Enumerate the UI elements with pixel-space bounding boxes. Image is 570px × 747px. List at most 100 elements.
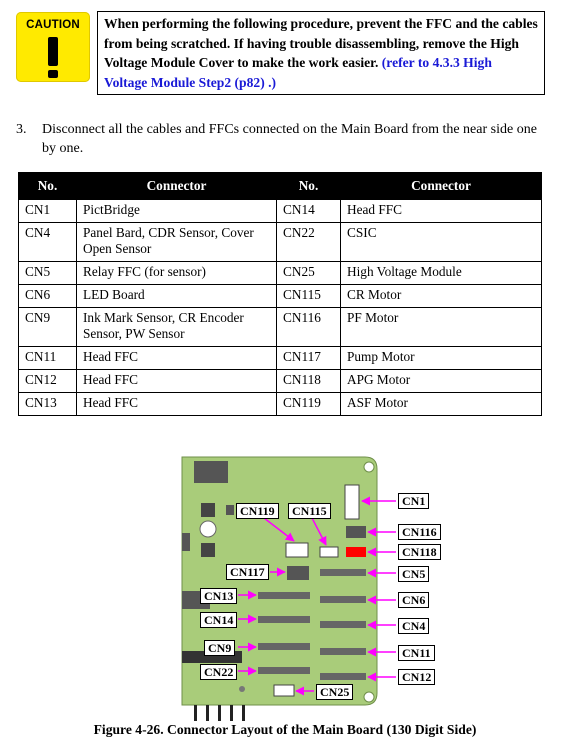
cell-connector: Panel Bard, CDR Sensor, Cover Open Senso…	[76, 222, 277, 262]
cell-connector: High Voltage Module	[340, 261, 542, 285]
arrow-cn115	[311, 517, 327, 546]
exclamation-bar	[48, 37, 58, 66]
label-cn13: CN13	[200, 588, 238, 604]
label-cn25: CN25	[316, 684, 354, 700]
cell-no: CN118	[276, 369, 341, 393]
step-number: 3.	[16, 122, 27, 137]
cell-no: CN1	[18, 199, 77, 223]
label-cn9: CN9	[204, 640, 236, 656]
header-connector: Connector	[76, 172, 277, 200]
arrow-cn119	[263, 517, 295, 542]
cell-no: CN12	[18, 369, 77, 393]
exclamation-dot	[48, 70, 58, 78]
cell-connector: CSIC	[340, 222, 542, 262]
cell-connector: Ink Mark Sensor, CR Encoder Sensor, PW S…	[76, 307, 277, 347]
cell-no: CN5	[18, 261, 77, 285]
cell-connector: Head FFC	[76, 369, 277, 393]
label-cn6: CN6	[398, 592, 430, 608]
label-cn22: CN22	[200, 664, 238, 680]
cell-connector: APG Motor	[340, 369, 542, 393]
label-cn1: CN1	[398, 493, 430, 509]
component	[201, 543, 215, 557]
cell-no: CN9	[18, 307, 77, 347]
cable-stub	[206, 705, 209, 721]
label-cn117: CN117	[226, 564, 269, 580]
cn115-connector	[319, 546, 339, 558]
cable-stub	[242, 705, 245, 721]
cell-no: CN119	[276, 392, 341, 416]
cell-connector: CR Motor	[340, 284, 542, 308]
cn13-connector	[258, 592, 310, 599]
procedure-step: 3. Disconnect all the cables and FFCs co…	[16, 120, 546, 158]
cell-connector: LED Board	[76, 284, 277, 308]
cell-connector: Head FFC	[76, 392, 277, 416]
label-cn115: CN115	[288, 503, 331, 519]
caution-icon-label: CAUTION	[26, 19, 80, 31]
cn118-connector	[346, 547, 366, 557]
cell-no: CN4	[18, 222, 77, 262]
cn11-connector	[320, 648, 366, 655]
header-no: No.	[276, 172, 341, 200]
cell-connector: Pump Motor	[340, 346, 542, 370]
cn5-connector	[320, 569, 366, 576]
cell-connector: Head FFC	[340, 199, 542, 223]
header-no: No.	[18, 172, 77, 200]
caution-reference-link[interactable]: (refer to 4.3.3 High Voltage Module Step…	[104, 55, 492, 90]
cell-no: CN25	[276, 261, 341, 285]
figure-caption: Figure 4-26. Connector Layout of the Mai…	[93, 722, 477, 737]
cell-no: CN22	[276, 222, 341, 262]
caution-note: When performing the following procedure,…	[97, 11, 545, 95]
cable-stub	[230, 705, 233, 721]
cn4-connector	[320, 621, 366, 628]
cell-no: CN6	[18, 284, 77, 308]
table-header-row: No. Connector No. Connector	[18, 172, 542, 200]
label-cn11: CN11	[398, 645, 435, 661]
cn116-connector	[346, 526, 366, 538]
top-left-chip	[194, 461, 228, 483]
cn6-connector	[320, 596, 366, 603]
cell-no: CN11	[18, 346, 77, 370]
cn117-connector	[287, 566, 309, 580]
cn14-connector	[258, 616, 310, 623]
cn25-connector	[273, 684, 295, 697]
label-cn4: CN4	[398, 618, 430, 634]
component	[239, 686, 245, 692]
cn12-connector	[320, 673, 366, 680]
cell-connector: Relay FFC (for sensor)	[76, 261, 277, 285]
header-connector: Connector	[340, 172, 542, 200]
component	[199, 520, 217, 538]
step-text: Disconnect all the cables and FFCs conne…	[42, 122, 537, 156]
cell-no: CN115	[276, 284, 341, 308]
cable-stub	[194, 705, 197, 721]
caution-text: When performing the following procedure,…	[104, 16, 538, 70]
cell-no: CN116	[276, 307, 341, 347]
mounting-hole	[363, 691, 375, 703]
cn9-connector	[258, 643, 310, 650]
cell-no: CN117	[276, 346, 341, 370]
component	[182, 533, 190, 551]
label-cn118: CN118	[398, 544, 441, 560]
label-cn5: CN5	[398, 566, 430, 582]
cell-connector: PF Motor	[340, 307, 542, 347]
cable-stub	[218, 705, 221, 721]
caution-icon: CAUTION	[16, 12, 90, 82]
component	[226, 505, 234, 515]
cell-connector: PictBridge	[76, 199, 277, 223]
label-cn116: CN116	[398, 524, 441, 540]
component	[201, 503, 215, 517]
cell-connector: Head FFC	[76, 346, 277, 370]
main-board-figure: CN1 CN119 CN115 CN116 CN118 CN117 CN5 CN…	[170, 455, 445, 725]
cn1-connector	[344, 484, 360, 520]
cn119-connector	[285, 542, 309, 558]
cn22-connector	[258, 667, 310, 674]
cell-no: CN14	[276, 199, 341, 223]
